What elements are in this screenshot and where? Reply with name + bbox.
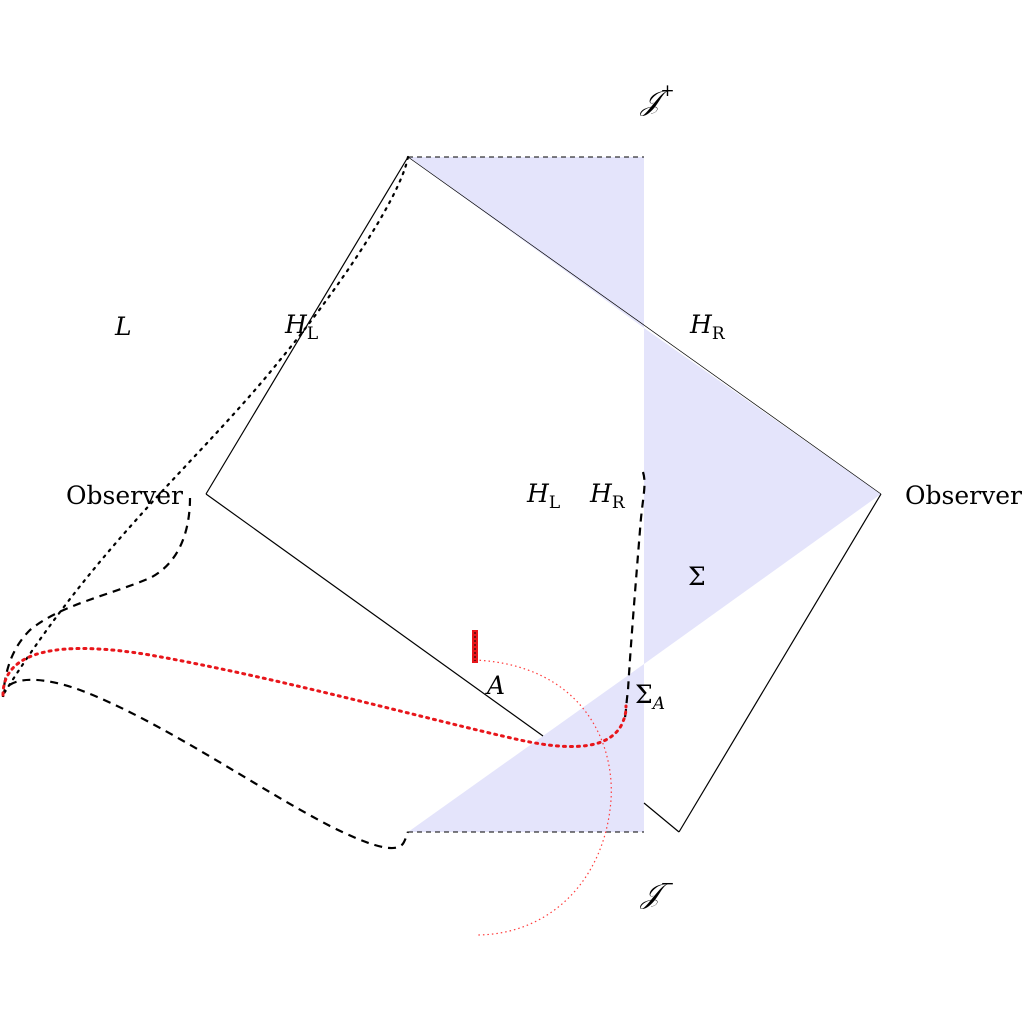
shaded-right-wedge <box>644 328 881 664</box>
horizon-l-top-label: HL <box>284 310 318 344</box>
red-dotted-curve <box>1 646 628 749</box>
sigma-a-label: ΣA <box>635 680 665 714</box>
horizon-r-mid-label: HR <box>589 479 626 513</box>
black-dotted-curve <box>1 155 410 697</box>
region-a-label: A <box>485 671 505 700</box>
horizon-line-lower-left <box>205 493 544 737</box>
horizon-r-top-label: HR <box>689 310 726 344</box>
black-dashed-curve-upper <box>1 497 192 698</box>
region-l-label: L <box>114 312 132 341</box>
past-null-infinity-label: 𝒥− <box>639 874 675 910</box>
black-dashed-curve-lower <box>1 678 409 850</box>
horizon-line-upper-right <box>407 156 882 495</box>
horizon-line-upper-left <box>205 156 409 495</box>
region-a-marker <box>472 630 478 663</box>
horizon-line-lower-right <box>678 493 882 833</box>
observer-left-label: Observer <box>66 481 183 510</box>
black-dashed-curve-right <box>622 471 646 723</box>
observer-right-label: Observer <box>905 481 1022 510</box>
sigma-label: Σ <box>688 562 706 591</box>
shaded-upper-wedge <box>408 157 644 328</box>
future-null-infinity-label: 𝒥+ <box>639 81 675 117</box>
horizon-l-mid-label: HL <box>526 479 560 513</box>
horizon-line-lower-segment <box>643 802 680 833</box>
shaded-lower-wedge <box>408 664 644 832</box>
